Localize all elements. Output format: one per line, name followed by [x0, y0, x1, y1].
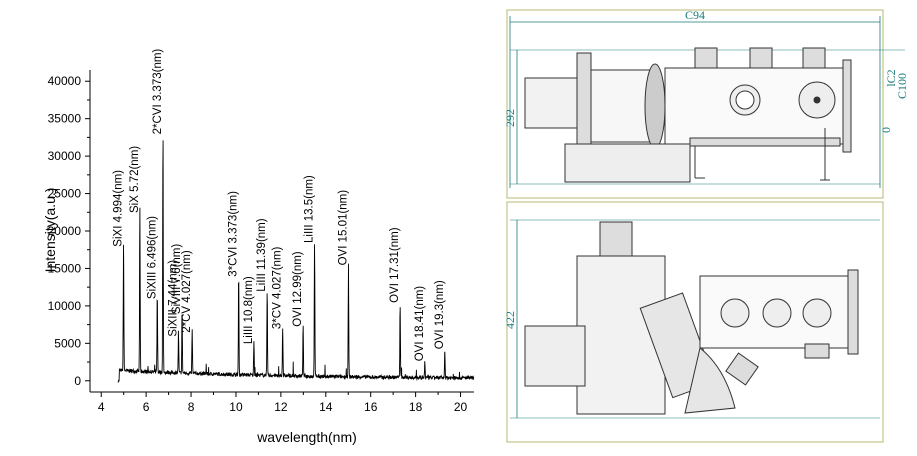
dim-right-a-label: 0: [879, 127, 893, 133]
peak-label: 3*CVI 3.373(nm): [228, 191, 240, 277]
y-tick-label: 40000: [48, 74, 82, 88]
peak-label: OVI 15.01(nm): [338, 190, 350, 266]
dim-bottom-height-label: 422: [505, 311, 517, 329]
peak-label: SiX 5.72(nm): [129, 146, 141, 213]
peak-label: LiIII 10.8(nm): [243, 276, 255, 344]
dim-height-label: 292: [505, 109, 517, 127]
bottom-view: [510, 219, 880, 419]
x-tick-label: 20: [454, 400, 468, 414]
y-tick-label: 10000: [48, 299, 82, 313]
x-tick-label: 8: [188, 400, 195, 414]
y-axis-title: Intensity(a.u.): [42, 188, 58, 273]
dim-width-label: С94: [685, 8, 705, 22]
x-tick-label: 6: [143, 400, 150, 414]
bottom-view-frame: [506, 201, 884, 443]
peak-label: OVI 19.3(nm): [434, 280, 446, 349]
y-tick-label: 20000: [48, 224, 82, 238]
spectrum-line: [117, 140, 475, 383]
peak-label: SiXIII 6.496(nm): [146, 216, 158, 299]
x-tick-label: 10: [229, 400, 243, 414]
peak-label: OVI 18.41(nm): [414, 286, 426, 362]
peak-label: SiVIII 7.6(nm): [171, 244, 183, 314]
x-axis-title: wavelength(nm): [256, 429, 357, 445]
spectrum-chart: 0 5000 10000 15000 20000 25000 30000 35000 40000…: [42, 49, 475, 445]
x-tick-label: 16: [364, 400, 378, 414]
y-axis-ticks: 0 5000 10000 15000 20000 25000 30000 35000 40000: [48, 74, 90, 388]
y-tick-label: 15000: [48, 261, 82, 275]
y-tick-label: 35000: [48, 112, 82, 126]
dim-right-c-label: С100: [895, 73, 909, 99]
peak-label: LiIII 11.39(nm): [256, 218, 268, 291]
peak-label: 3*CV 4.027(nm): [272, 246, 284, 329]
peak-label: OVI 12.99(nm): [292, 251, 304, 327]
peak-labels: SiXI 4.994(nm) SiX 5.72(nm) SiXIII 6.496(n…: [113, 49, 446, 362]
x-tick-label: 18: [409, 400, 423, 414]
top-view-frame: [506, 9, 884, 199]
engineering-drawing: С94 292 0 lC2 С100 422: [505, 8, 909, 443]
x-tick-label: 4: [98, 400, 105, 414]
peak-label: OVI 17.31(nm): [389, 227, 401, 303]
dim-right-b-label: lC2: [884, 69, 898, 86]
peak-label: 2*CVI 3.373(nm): [152, 49, 164, 135]
y-tick-label: 25000: [48, 187, 82, 201]
x-tick-label: 12: [274, 400, 288, 414]
peak-label: 2*CV 4.027(nm): [181, 250, 193, 333]
y-tick-label: 5000: [54, 336, 81, 350]
top-view: [509, 16, 905, 188]
y-tick-label: 0: [74, 374, 81, 388]
peak-label: SiXI 4.994(nm): [113, 170, 125, 247]
x-axis-ticks: 4 6 8 10 12 14 16 18 20: [98, 392, 468, 414]
peak-label: SiXIII 7.44(nm): [168, 260, 180, 337]
y-tick-label: 30000: [48, 149, 82, 163]
peak-label: LiIII 13.5(nm): [304, 175, 316, 243]
x-tick-label: 14: [319, 400, 333, 414]
